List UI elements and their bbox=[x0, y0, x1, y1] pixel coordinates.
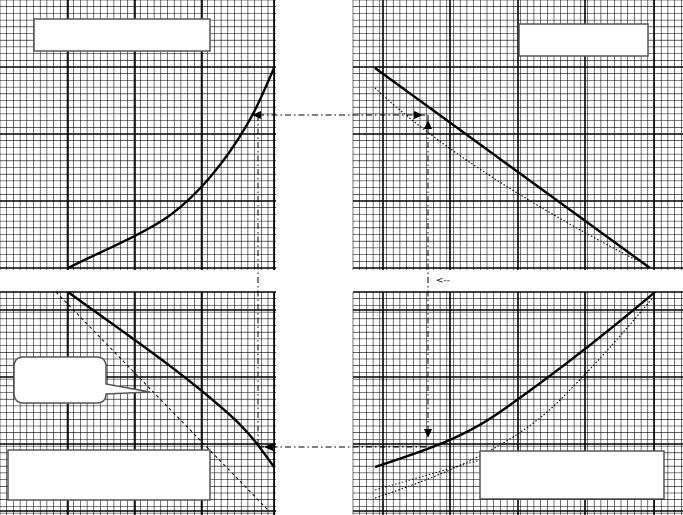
curve-bottom-right-dotted bbox=[374, 294, 656, 499]
label-box-top-left bbox=[33, 18, 211, 52]
label-box-bottom-right bbox=[479, 450, 665, 500]
arrowhead-left-top bbox=[252, 111, 261, 119]
curve-bottom-right-thin bbox=[374, 459, 481, 491]
arrowhead-down-bottom-right bbox=[424, 429, 432, 438]
arrowhead-up-top-right bbox=[424, 120, 432, 129]
curve-top-left bbox=[67, 67, 276, 270]
curve-top-right-solid bbox=[374, 67, 651, 269]
center-arrow-label: <-- bbox=[436, 276, 450, 286]
arrowhead-left-bottom bbox=[264, 443, 273, 451]
construction-lines bbox=[257, 114, 429, 448]
curve-bottom-left-solid bbox=[67, 291, 275, 468]
callout-bubble bbox=[13, 356, 151, 404]
curve-top-right-dotted bbox=[374, 87, 641, 263]
arrowhead-right-top bbox=[414, 111, 423, 119]
curve-bottom-right-solid bbox=[374, 291, 656, 469]
label-box-bottom-left bbox=[7, 449, 211, 501]
curve-bottom-left-dashed bbox=[55, 291, 269, 511]
label-box-top-right bbox=[518, 23, 649, 57]
